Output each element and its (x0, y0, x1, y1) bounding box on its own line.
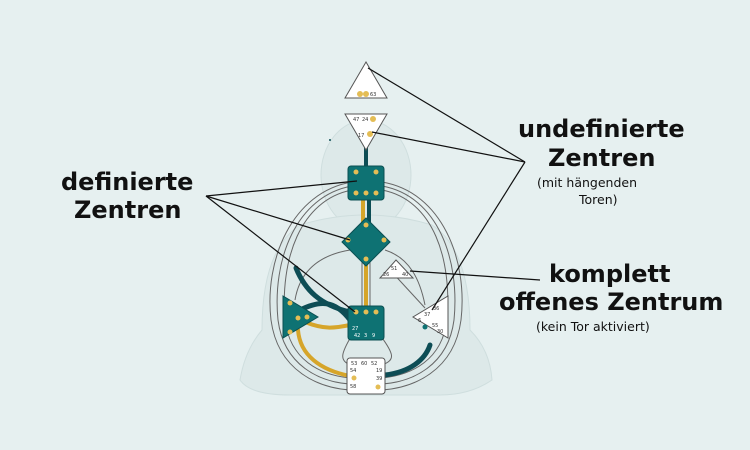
root-gate-53: 53 (351, 361, 357, 367)
label-defined: definierte Zentren (61, 168, 193, 224)
root-gate-60: 60 (361, 361, 367, 367)
solar-gate-6: 6 (418, 318, 421, 324)
ego-center: 51 26 40 (378, 259, 415, 279)
defined-line1: definierte (61, 168, 193, 196)
ego-gate-40: 40 (402, 272, 408, 278)
root-gate-39: 39 (376, 376, 382, 382)
solar-plexus-center: 37 36 6 55 30 (412, 295, 449, 339)
solar-gate-30: 30 (437, 329, 443, 335)
open-line1: komplett (549, 260, 670, 288)
head-center: 63 (344, 61, 388, 99)
solar-gate-37: 37 (424, 312, 430, 318)
root-gate-52: 52 (371, 361, 377, 367)
root-gate-19: 19 (376, 368, 382, 374)
ego-gate-26: 26 (383, 272, 389, 278)
sacral-center: 27 42 3 9 (347, 305, 385, 341)
root-gate-54: 54 (350, 368, 356, 374)
undefined-note-line2: Toren) (578, 192, 618, 207)
undefined-line1: undefinierte (518, 115, 685, 143)
sacral-gate-3: 3 (364, 333, 367, 339)
root-gate-58: 58 (350, 384, 356, 390)
sacral-gate-27: 27 (352, 326, 358, 332)
ajna-center: 47 24 17 (344, 113, 388, 151)
label-open: komplett offenes Zentrum (kein Tor aktiv… (499, 260, 723, 334)
sacral-gate-42: 42 (354, 333, 360, 339)
undefined-note-line1: (mit hängenden (537, 175, 637, 190)
ajna-gate-17: 17 (358, 133, 364, 139)
undefined-line2: Zentren (548, 144, 655, 172)
open-note: (kein Tor aktiviert) (536, 319, 650, 334)
ajna-gate-24: 24 (362, 117, 368, 123)
open-line2: offenes Zentrum (499, 288, 723, 316)
head-gate-label: 63 (370, 92, 376, 98)
solar-gate-55: 55 (432, 323, 438, 329)
solar-gate-36: 36 (433, 306, 439, 312)
ajna-gate-47: 47 (353, 117, 359, 123)
defined-line2: Zentren (74, 196, 181, 224)
ego-gate-51: 51 (391, 266, 397, 272)
annotation-lines (205, 67, 541, 313)
label-undefined: undefinierte Zentren (mit hängenden Tore… (518, 115, 685, 207)
root-center: 53 60 52 54 19 39 58 (346, 357, 386, 395)
spleen-center (282, 295, 319, 339)
throat-center (347, 165, 385, 201)
sacral-gate-9: 9 (372, 333, 375, 339)
